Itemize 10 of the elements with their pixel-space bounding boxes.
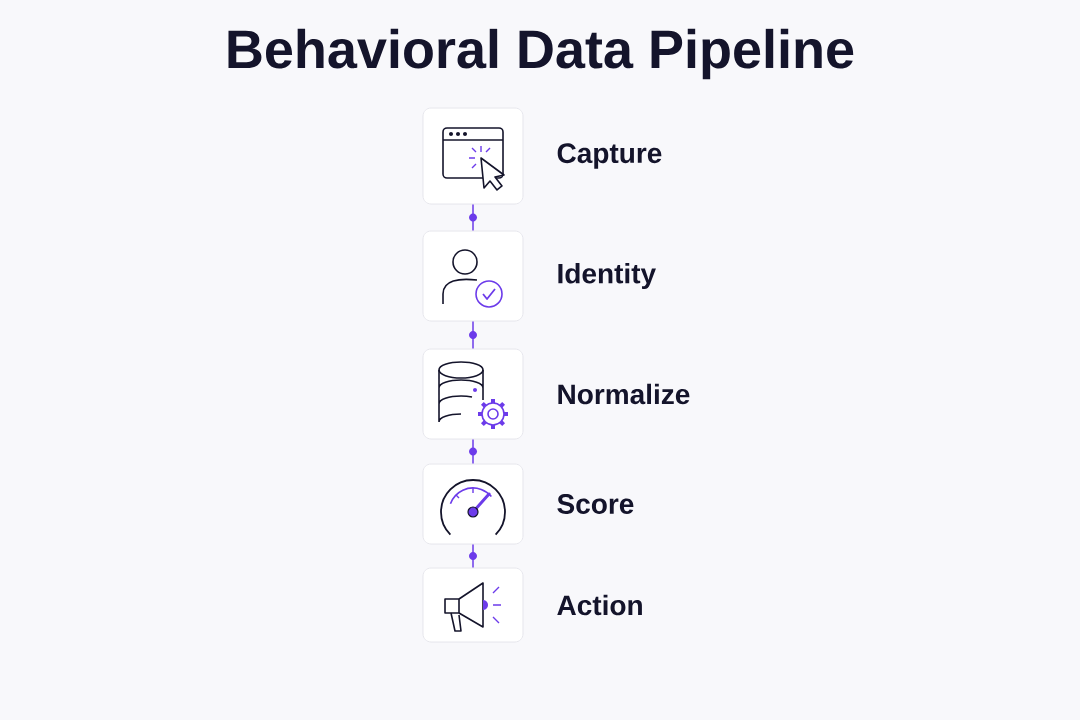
step-label: Identity [558,262,656,290]
connector [469,203,477,232]
connector [469,438,477,465]
step-label: Score [557,494,634,514]
title: Behavioral Data Pipeline [228,28,854,80]
connector [469,320,477,350]
step-label: Action [557,594,642,616]
step-label: Capture [557,143,662,169]
step-label: Normalize [558,383,690,405]
connector [469,543,477,569]
